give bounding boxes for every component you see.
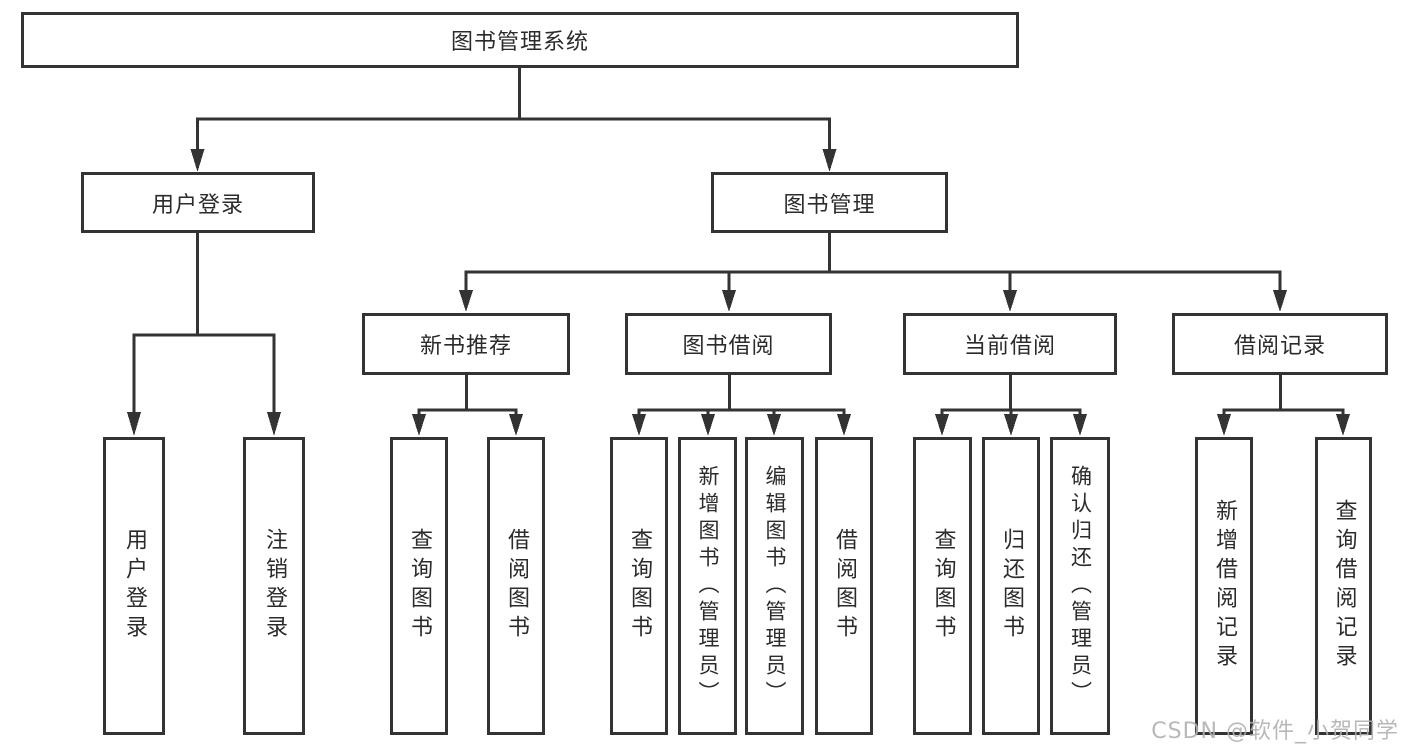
node-user-login-label: 用户登录 <box>151 192 244 218</box>
leaf-cb-confirm-return-admin-label: 确认归还（管理员） <box>1068 464 1093 708</box>
leaf-bb-edit-books-admin-label: 编辑图书（管理员） <box>763 464 787 708</box>
leaf-bb-borrow-books-label: 借阅图书 <box>832 528 857 644</box>
connector-new-book-recommend-to-leaves <box>412 375 523 436</box>
node-book-borrowing: 图书借阅 <box>625 313 832 375</box>
connector-borrowing-records-to-leaves <box>1217 375 1350 436</box>
connector-root-to-level2 <box>190 68 837 172</box>
leaf-br-add-borrow-record-label: 新增借阅记录 <box>1212 499 1237 673</box>
node-borrowing-records: 借阅记录 <box>1172 313 1388 375</box>
leaf-logout-label: 注销登录 <box>262 528 287 644</box>
leaf-bb-add-books-admin-label: 新增图书（管理员） <box>696 464 720 708</box>
leaf-cb-query-books-label: 查询图书 <box>930 528 956 644</box>
node-book-borrowing-label: 图书借阅 <box>682 334 775 359</box>
node-book-management-label: 图书管理 <box>783 192 876 218</box>
leaf-user-login: 用户登录 <box>103 437 165 735</box>
leaf-user-login-label: 用户登录 <box>122 528 147 644</box>
connector-book-borrowing-to-leaves <box>632 375 851 436</box>
leaf-bb-query-books: 查询图书 <box>610 437 668 735</box>
leaf-logout: 注销登录 <box>243 437 305 735</box>
node-root-label: 图书管理系统 <box>450 30 589 55</box>
connector-user-login-to-leaves <box>127 233 281 436</box>
leaf-br-query-borrow-record: 查询借阅记录 <box>1315 437 1372 735</box>
leaf-nb-query-books-label: 查询图书 <box>407 528 432 644</box>
leaf-cb-confirm-return-admin: 确认归还（管理员） <box>1050 437 1110 735</box>
node-current-borrowing: 当前借阅 <box>903 313 1117 375</box>
node-root: 图书管理系统 <box>21 12 1019 68</box>
node-current-borrowing-label: 当前借阅 <box>963 334 1056 359</box>
leaf-bb-add-books-admin: 新增图书（管理员） <box>678 437 737 735</box>
leaf-cb-query-books: 查询图书 <box>913 437 972 735</box>
leaf-bb-borrow-books: 借阅图书 <box>815 437 873 735</box>
connector-current-borrowing-to-leaves <box>935 375 1087 436</box>
leaf-br-query-borrow-record-label: 查询借阅记录 <box>1331 499 1357 673</box>
leaf-br-add-borrow-record: 新增借阅记录 <box>1195 437 1253 735</box>
leaf-nb-query-books: 查询图书 <box>390 437 448 735</box>
connector-book-management-to-level3 <box>459 233 1287 312</box>
node-book-management: 图书管理 <box>711 172 948 233</box>
leaf-cb-return-books-label: 归还图书 <box>999 528 1024 644</box>
node-new-book-recommend-label: 新书推荐 <box>419 334 512 359</box>
node-borrowing-records-label: 借阅记录 <box>1233 334 1326 359</box>
leaf-nb-borrow-books: 借阅图书 <box>487 437 545 735</box>
watermark-text: CSDN @软件_小贺同学 <box>1151 719 1399 744</box>
node-user-login: 用户登录 <box>81 172 315 233</box>
leaf-bb-edit-books-admin: 编辑图书（管理员） <box>745 437 804 735</box>
leaf-bb-query-books-label: 查询图书 <box>627 528 652 644</box>
leaf-cb-return-books: 归还图书 <box>982 437 1040 735</box>
leaf-nb-borrow-books-label: 借阅图书 <box>504 528 529 644</box>
node-new-book-recommend: 新书推荐 <box>362 313 570 375</box>
